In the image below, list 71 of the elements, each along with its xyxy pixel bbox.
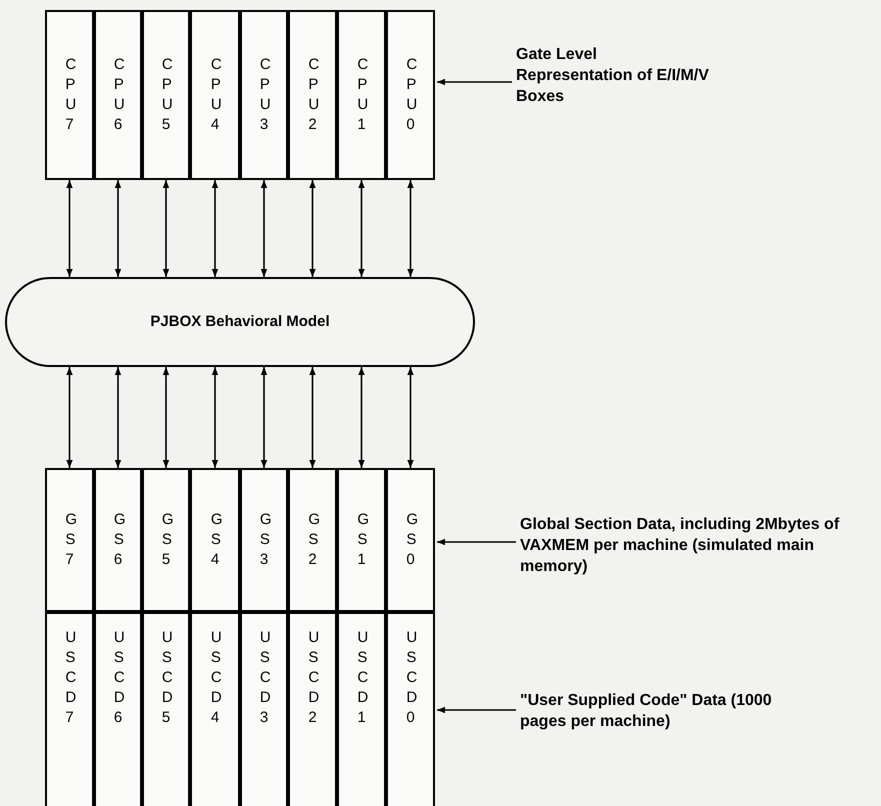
arrow: [162, 367, 170, 468]
column-label: CPU4: [210, 55, 220, 135]
memory-column: [94, 10, 142, 180]
memory-column: [94, 468, 142, 612]
memory-column: [45, 10, 94, 180]
column-label: USCD1: [357, 628, 366, 728]
column-label: USCD7: [65, 628, 74, 728]
arrow: [407, 367, 414, 468]
column-label: GS5: [162, 510, 170, 570]
column-label: CPU3: [260, 55, 268, 135]
arrow: [437, 538, 516, 546]
arrow: [66, 180, 73, 277]
arrow: [212, 180, 218, 277]
annotation-text: Global Section Data, including 2Mbytes of VAXMEM per machine (simulated main memory): [520, 514, 840, 576]
memory-column: [190, 468, 240, 612]
column-label: CPU2: [308, 55, 317, 135]
arrow: [260, 367, 268, 468]
memory-column: [288, 468, 337, 612]
column-label: GS2: [308, 510, 317, 570]
column-label: CPU1: [357, 55, 366, 135]
memory-column: [142, 10, 190, 180]
arrow: [162, 180, 170, 277]
memory-column: [190, 612, 240, 806]
memory-column: [288, 612, 337, 806]
column-label: GS7: [65, 510, 74, 570]
arrow: [358, 180, 365, 277]
arrow: [309, 180, 316, 277]
column-label: GS0: [406, 510, 415, 570]
annotation-text: Gate Level Representation of E/I/M/V Boxes: [516, 44, 710, 106]
memory-column: [45, 468, 94, 612]
column-label: USCD2: [308, 628, 317, 728]
column-label: CPU5: [162, 55, 170, 135]
memory-column: [386, 468, 435, 612]
column-label: USCD6: [114, 628, 122, 728]
model-label: PJBOX Behavioral Model: [150, 312, 330, 332]
column-label: CPU0: [406, 55, 415, 135]
arrow: [358, 367, 365, 468]
column-label: USCD0: [406, 628, 415, 728]
memory-column: [94, 612, 142, 806]
column-label: GS3: [260, 510, 268, 570]
arrow: [309, 367, 316, 468]
arrow: [437, 78, 512, 86]
memory-column: [337, 468, 386, 612]
column-label: GS4: [210, 510, 220, 570]
annotation-text: "User Supplied Code" Data (1000 pages per machine): [520, 691, 773, 732]
memory-column: [45, 612, 94, 806]
memory-column: [337, 612, 386, 806]
arrow: [260, 180, 268, 277]
memory-column: [240, 10, 288, 180]
arrow: [114, 180, 122, 277]
arrow: [114, 367, 122, 468]
column-label: USCD5: [162, 628, 170, 728]
memory-column: [142, 468, 190, 612]
column-label: GS1: [357, 510, 366, 570]
arrow: [212, 367, 218, 468]
column-label: GS6: [114, 510, 122, 570]
column-label: CPU6: [114, 55, 122, 135]
arrow: [437, 706, 516, 714]
memory-column: [240, 612, 288, 806]
memory-column: [337, 10, 386, 180]
column-label: USCD4: [210, 628, 220, 728]
column-label: CPU7: [65, 55, 74, 135]
arrow: [66, 367, 73, 468]
memory-column: [240, 468, 288, 612]
column-label: USCD3: [260, 628, 268, 728]
memory-column: [190, 10, 240, 180]
arrow: [407, 180, 414, 277]
memory-column: [142, 612, 190, 806]
memory-column: [386, 612, 435, 806]
memory-column: [288, 10, 337, 180]
memory-column: [386, 10, 435, 180]
